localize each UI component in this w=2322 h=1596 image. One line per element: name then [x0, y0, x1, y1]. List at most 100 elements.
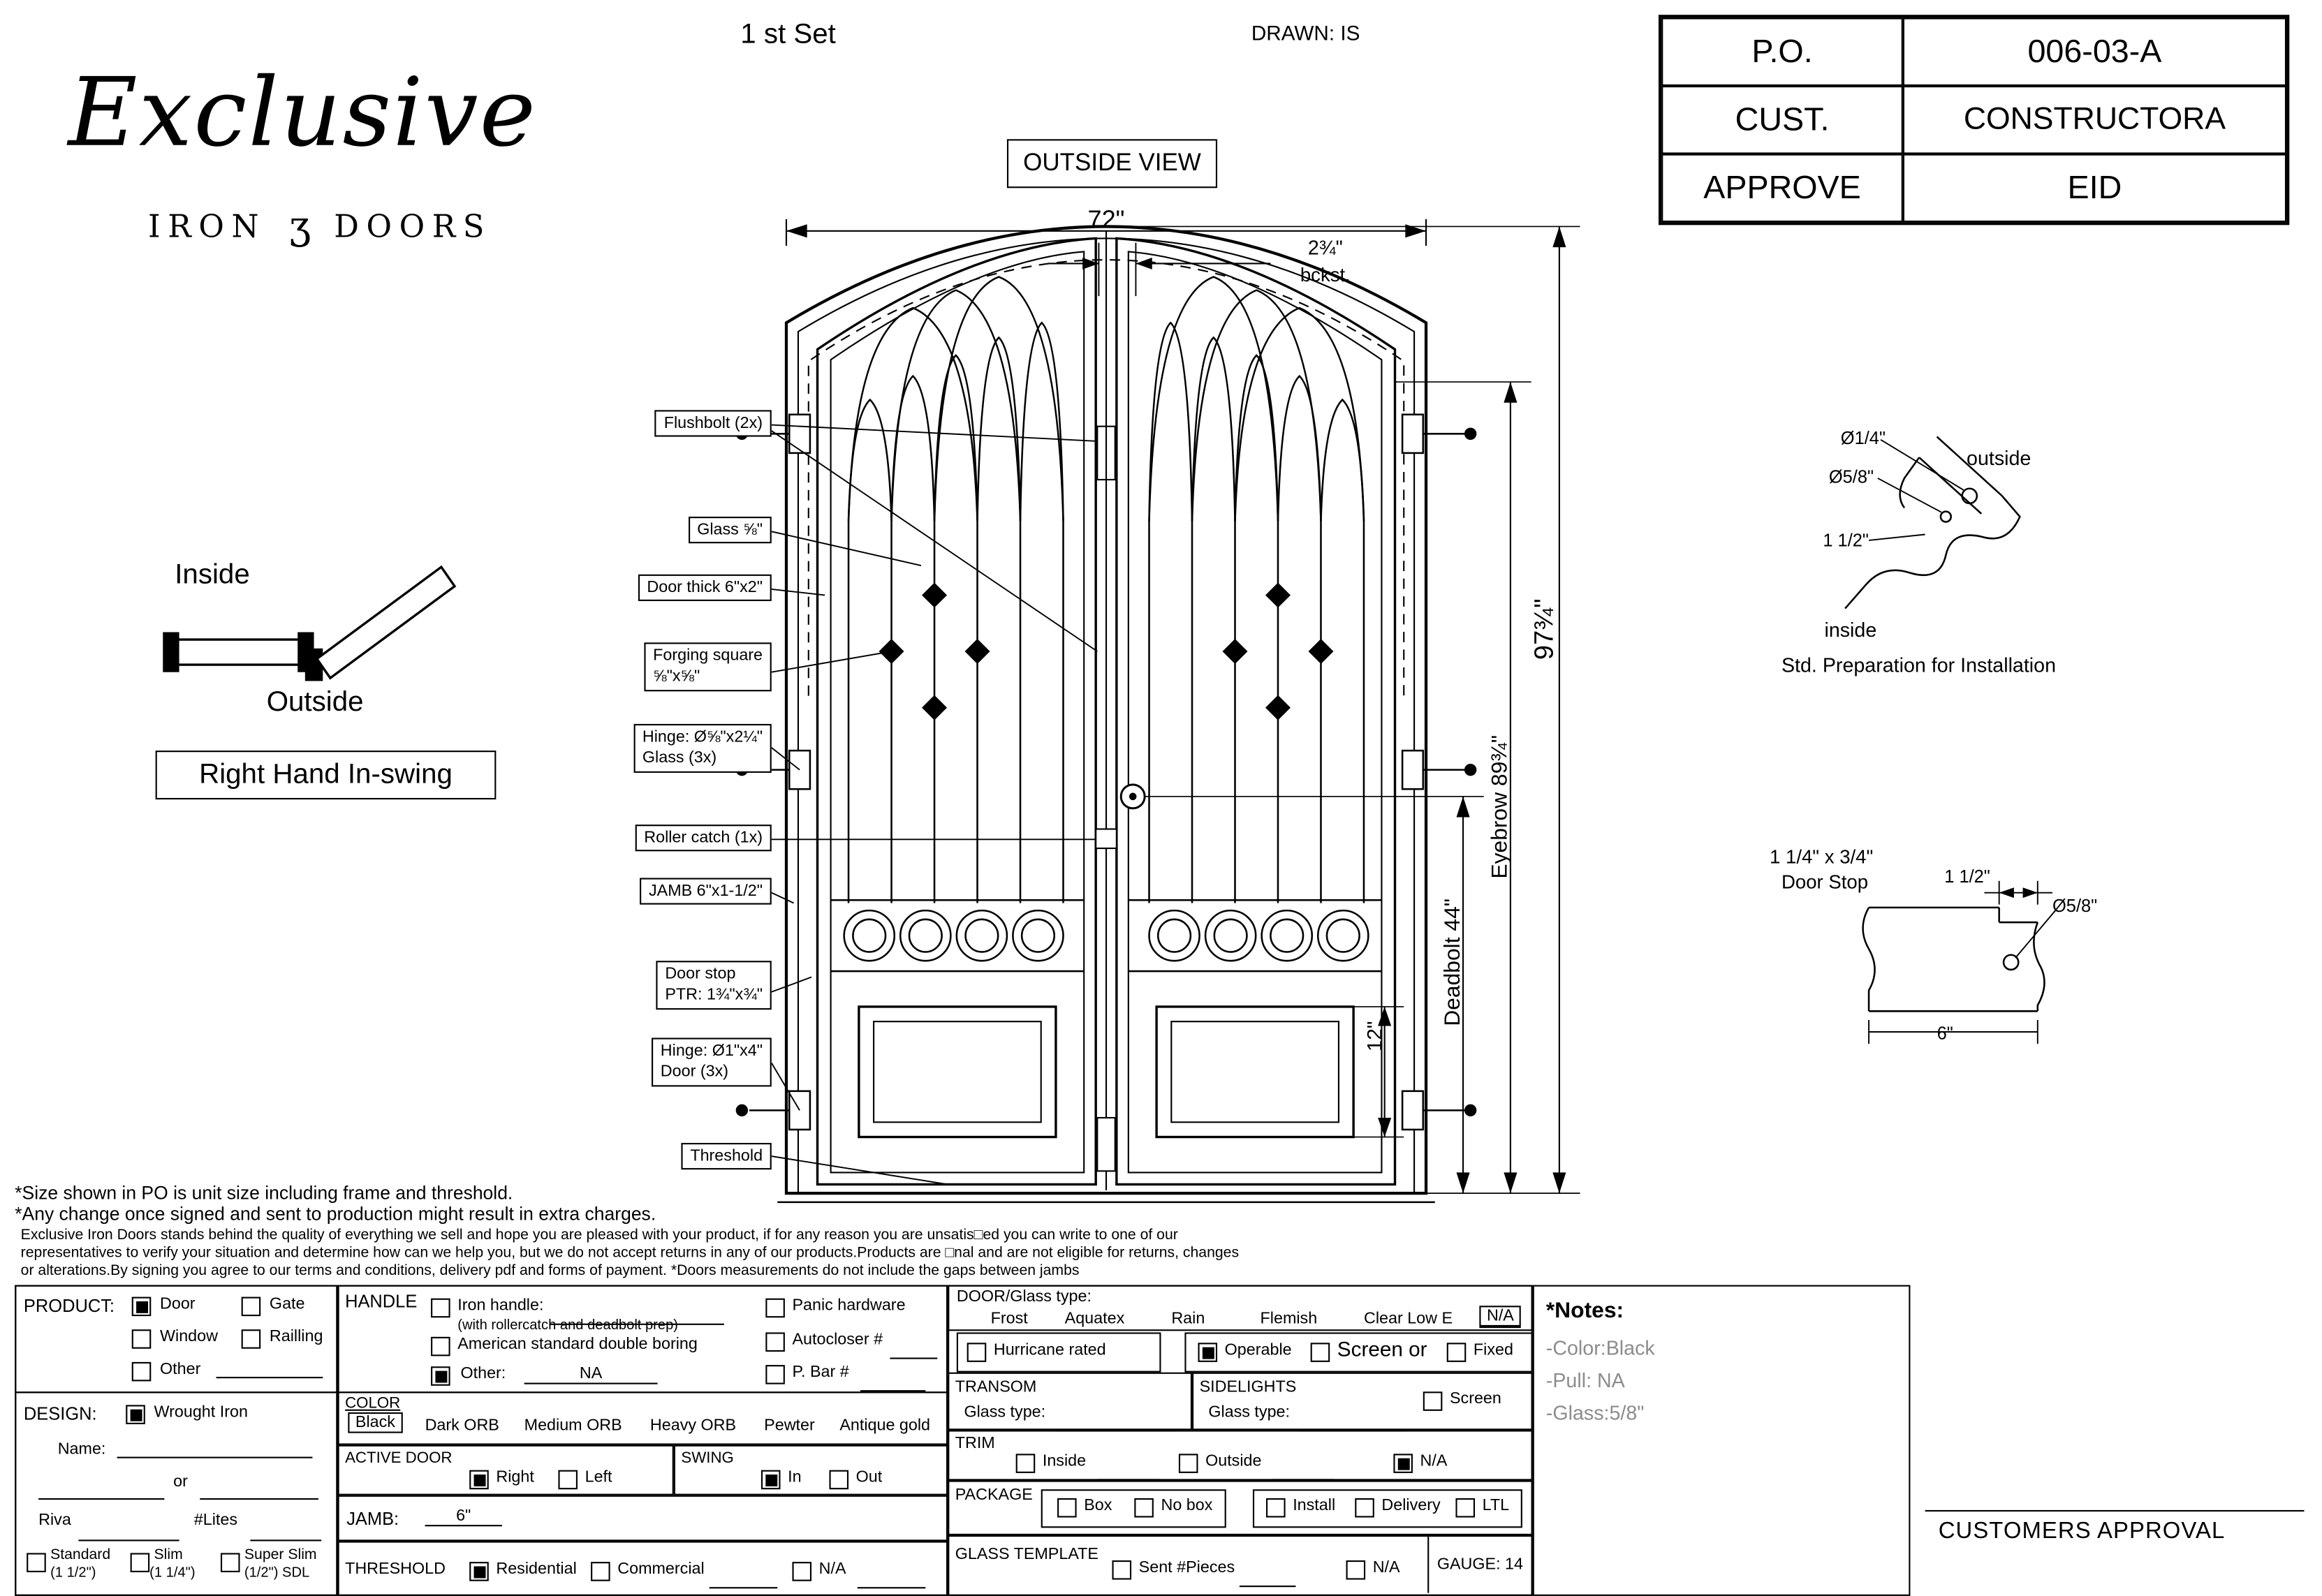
design-title: DESIGN: [23, 1403, 97, 1424]
design-super-slim-checkbox[interactable] [220, 1553, 240, 1572]
product-railing-label: Railling [269, 1328, 323, 1346]
handle-american-checkbox[interactable] [431, 1336, 450, 1357]
footnote-5: or alterations.By signing you agree to o… [20, 1262, 1080, 1280]
handle-autocloser-field[interactable] [890, 1344, 938, 1359]
handle-other-checkbox[interactable] [431, 1366, 450, 1386]
glass-template-sent-checkbox[interactable] [1112, 1560, 1132, 1580]
color-title: COLOR [345, 1394, 401, 1412]
handle-iron-checkbox[interactable] [431, 1298, 450, 1318]
color-heavy-orb-option[interactable]: Heavy ORB [649, 1417, 737, 1435]
product-other-field[interactable] [216, 1364, 323, 1379]
glass-template-sent-field[interactable] [1239, 1572, 1296, 1588]
approval-signature-line[interactable] [1925, 1509, 2305, 1512]
package-ltl-checkbox[interactable] [1455, 1498, 1476, 1518]
glass-aquatex-option[interactable]: Aquatex [1064, 1310, 1125, 1329]
product-door-checkbox[interactable] [131, 1296, 152, 1317]
jamb-value[interactable]: 6" [425, 1507, 502, 1527]
product-other-checkbox[interactable] [131, 1361, 152, 1382]
swing-out-label: Out [855, 1468, 883, 1486]
trim-outside-checkbox[interactable] [1178, 1454, 1198, 1473]
color-medium-orb-option[interactable]: Medium ORB [524, 1417, 622, 1435]
glass-type-section: DOOR/Glass type: Frost Aquatex Rain Flem… [948, 1285, 1533, 1331]
transom-glass-type-label: Glass type: [964, 1403, 1046, 1421]
logo-iron-text: IRON [148, 208, 267, 244]
package-delivery-checkbox[interactable] [1355, 1498, 1374, 1518]
design-or-field-1[interactable] [38, 1485, 165, 1500]
swing-in-checkbox[interactable] [760, 1470, 781, 1490]
glass-template-section: GLASS TEMPLATE Sent #Pieces N/A GAUGE: 1… [948, 1535, 1533, 1596]
threshold-commercial-checkbox[interactable] [591, 1562, 610, 1581]
threshold-na-checkbox[interactable] [792, 1562, 812, 1581]
glass-type-title: DOOR/Glass type: [956, 1287, 1092, 1306]
glass-template-na-checkbox[interactable] [1346, 1560, 1366, 1580]
package-box-checkbox[interactable] [1057, 1498, 1077, 1518]
design-riva-field[interactable] [78, 1526, 179, 1542]
callout-threshold: Threshold [681, 1143, 772, 1170]
dim-backset-value: 2¾" [1307, 237, 1343, 260]
design-lites-field[interactable] [250, 1526, 322, 1542]
design-or-field-2[interactable] [200, 1485, 318, 1500]
glass-clear-low-e-option[interactable]: Clear Low E [1363, 1310, 1453, 1329]
glass-template-na-label: N/A [1372, 1558, 1400, 1577]
footnote-1: *Size shown in PO is unit size including… [15, 1183, 513, 1204]
package-install-checkbox[interactable] [1266, 1498, 1286, 1518]
install-inside-label: inside [1824, 619, 1877, 642]
callout-hinge-glass-line1: Hinge: Ø⅝"x2¼" [642, 728, 763, 746]
threshold-residential-checkbox[interactable] [469, 1562, 489, 1581]
handle-title: HANDLE [345, 1291, 418, 1312]
trim-inside-label: Inside [1042, 1452, 1087, 1470]
design-wrought-iron-checkbox[interactable] [126, 1405, 145, 1424]
product-title: PRODUCT: [23, 1295, 115, 1317]
glass-rain-option[interactable]: Rain [1171, 1310, 1205, 1329]
color-antique-gold-option[interactable]: Antique gold [839, 1417, 931, 1435]
notes-glass: -Glass:5/8" [1545, 1402, 1645, 1424]
threshold-na-field[interactable] [857, 1574, 926, 1589]
active-door-left-label: Left [585, 1468, 612, 1486]
active-door-right-checkbox[interactable] [469, 1470, 489, 1490]
swing-caption-box: Right Hand In-swing [155, 751, 497, 800]
swing-out-checkbox[interactable] [829, 1470, 849, 1490]
active-door-section: ACTIVE DOOR Right Left [337, 1444, 674, 1495]
design-slim-checkbox[interactable] [130, 1553, 150, 1572]
screen-or-checkbox[interactable] [1310, 1343, 1330, 1362]
product-gate-checkbox[interactable] [241, 1296, 261, 1317]
handle-panic-checkbox[interactable] [765, 1298, 785, 1318]
handle-iron-field[interactable] [549, 1310, 724, 1325]
handle-autocloser-label: Autocloser # [792, 1331, 883, 1349]
trim-na-checkbox[interactable] [1393, 1454, 1413, 1473]
sidelights-screen-checkbox[interactable] [1423, 1391, 1443, 1411]
product-railing-checkbox[interactable] [241, 1329, 261, 1349]
handle-iron-label: Iron handle: [457, 1296, 544, 1315]
glass-na-option[interactable]: N/A [1479, 1306, 1522, 1329]
glass-frost-option[interactable]: Frost [990, 1310, 1028, 1329]
swing-in-label: In [788, 1468, 802, 1486]
threshold-commercial-field[interactable] [709, 1574, 778, 1589]
handle-autocloser-checkbox[interactable] [765, 1332, 785, 1352]
set-label: 1 st Set [740, 19, 836, 51]
trim-outside-field[interactable] [1272, 1465, 1335, 1481]
operable-checkbox[interactable] [1198, 1343, 1218, 1362]
active-door-left-checkbox[interactable] [558, 1470, 578, 1490]
product-other-label: Other [160, 1360, 201, 1379]
sidelights-glass-type-field[interactable] [1300, 1417, 1407, 1432]
handle-other-value[interactable]: NA [524, 1365, 658, 1384]
handle-section: HANDLE Iron handle: (with rollercatch an… [337, 1285, 948, 1394]
callout-door-stop-line1: Door stop [665, 965, 736, 984]
fixed-checkbox[interactable] [1446, 1343, 1467, 1362]
design-standard-checkbox[interactable] [27, 1553, 46, 1572]
handle-pbar-checkbox[interactable] [765, 1365, 785, 1384]
color-dark-orb-option[interactable]: Dark ORB [425, 1417, 499, 1435]
product-window-checkbox[interactable] [131, 1329, 152, 1349]
glass-flemish-option[interactable]: Flemish [1260, 1310, 1318, 1329]
transom-glass-type-field[interactable] [1055, 1417, 1177, 1432]
hurricane-checkbox[interactable] [967, 1343, 987, 1362]
color-black-option[interactable]: Black [348, 1412, 403, 1433]
design-name-field[interactable] [117, 1443, 313, 1458]
stop-dia-label: Ø5/8" [2052, 895, 2098, 917]
handle-pbar-field[interactable] [860, 1377, 926, 1392]
trim-inside-checkbox[interactable] [1015, 1454, 1036, 1473]
package-no-box-checkbox[interactable] [1134, 1498, 1154, 1518]
cust-label: CUST. [1661, 85, 1903, 154]
color-pewter-option[interactable]: Pewter [764, 1417, 815, 1435]
trim-inside-field[interactable] [1097, 1465, 1160, 1481]
